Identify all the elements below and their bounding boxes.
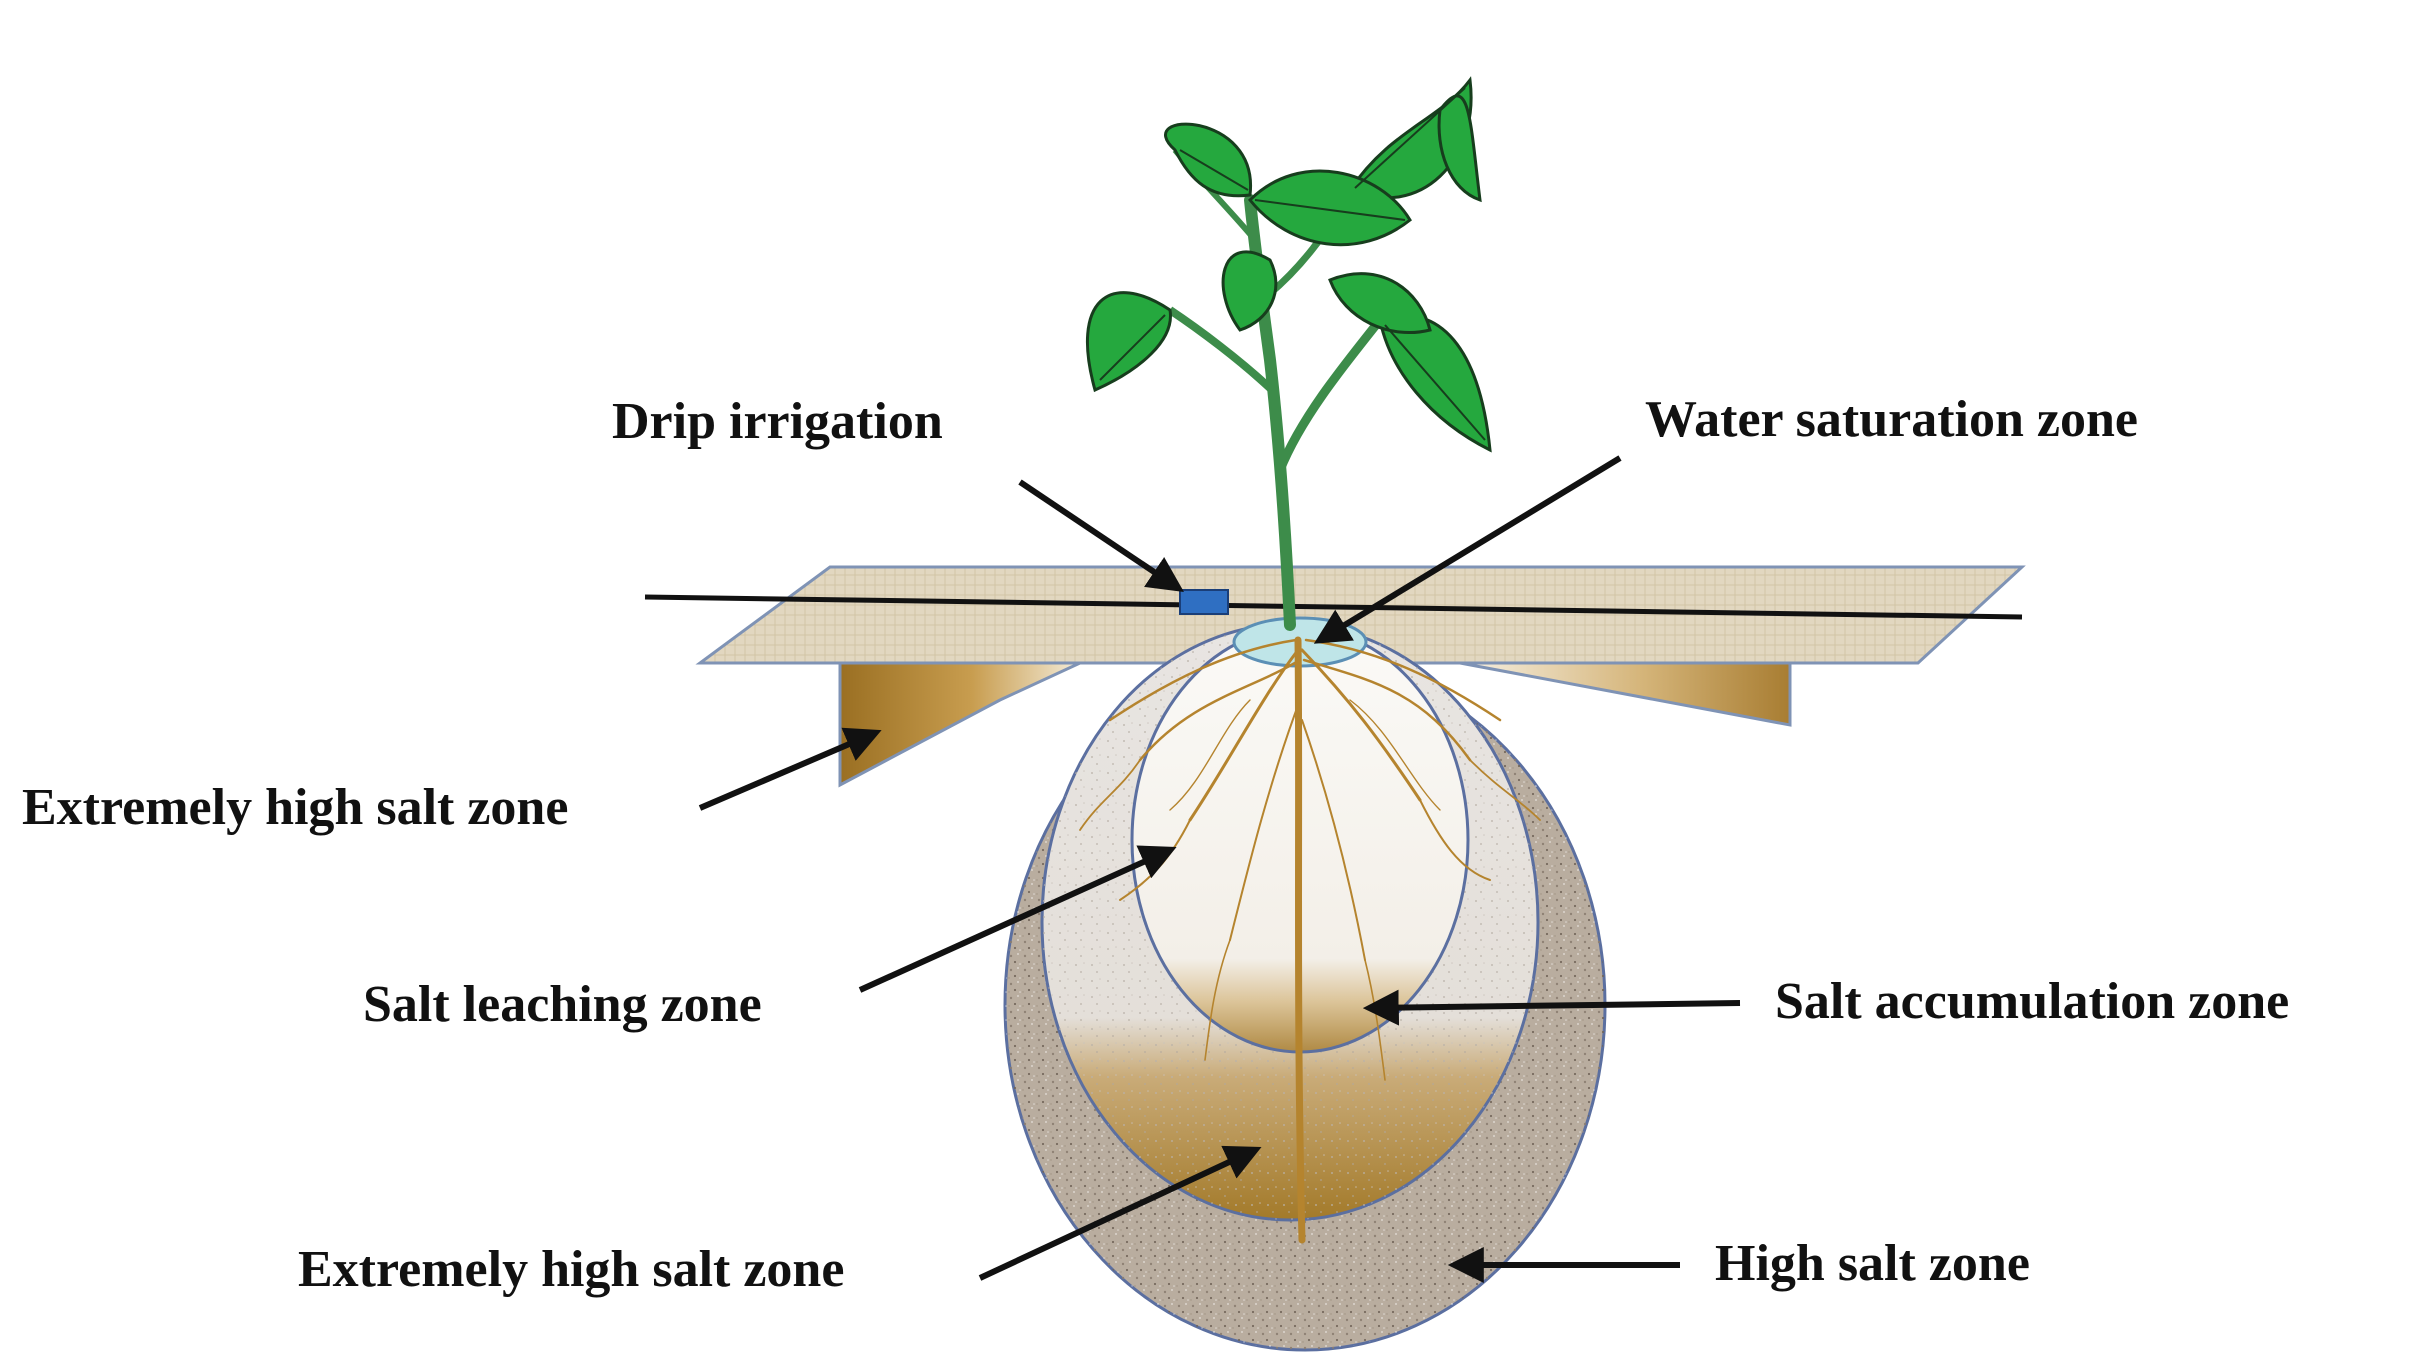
dripper xyxy=(1179,589,1229,615)
drip-irrigation-arrow xyxy=(1018,479,1184,593)
plant xyxy=(1085,76,1492,631)
water-saturation-arrow xyxy=(1313,455,1622,644)
leaf xyxy=(1085,291,1172,393)
leaf xyxy=(1247,169,1412,247)
extreme-salt-wedge-left xyxy=(838,661,1081,788)
extremely-high-salt-zone-left-label: Extremely high salt zone xyxy=(22,779,569,836)
leaf xyxy=(1221,250,1278,332)
drip-irrigation-label: Drip irrigation xyxy=(612,393,943,450)
salt-leaching-arrow xyxy=(858,845,1177,993)
salt-accumulation-arrow xyxy=(1362,989,1741,1026)
extremely-high-salt-zone-bottom-label: Extremely high salt zone xyxy=(298,1241,845,1298)
label-arrows xyxy=(698,455,1741,1283)
leaf xyxy=(1437,94,1482,203)
extreme-salt-bottom-arrow xyxy=(978,1145,1262,1281)
extreme-salt-wedge-right xyxy=(1459,661,1792,727)
roots xyxy=(1079,636,1541,1244)
drip-line xyxy=(644,594,2023,620)
salt-leaching-zone-label: Salt leaching zone xyxy=(363,976,762,1033)
salt-accumulation-zone-label: Salt accumulation zone xyxy=(1775,973,2290,1030)
leaf xyxy=(1328,272,1432,335)
water-saturation-zone-label: Water saturation zone xyxy=(1645,391,2138,448)
extreme-salt-left-arrow xyxy=(698,727,882,811)
high-salt-zone-label: High salt zone xyxy=(1715,1235,2030,1292)
